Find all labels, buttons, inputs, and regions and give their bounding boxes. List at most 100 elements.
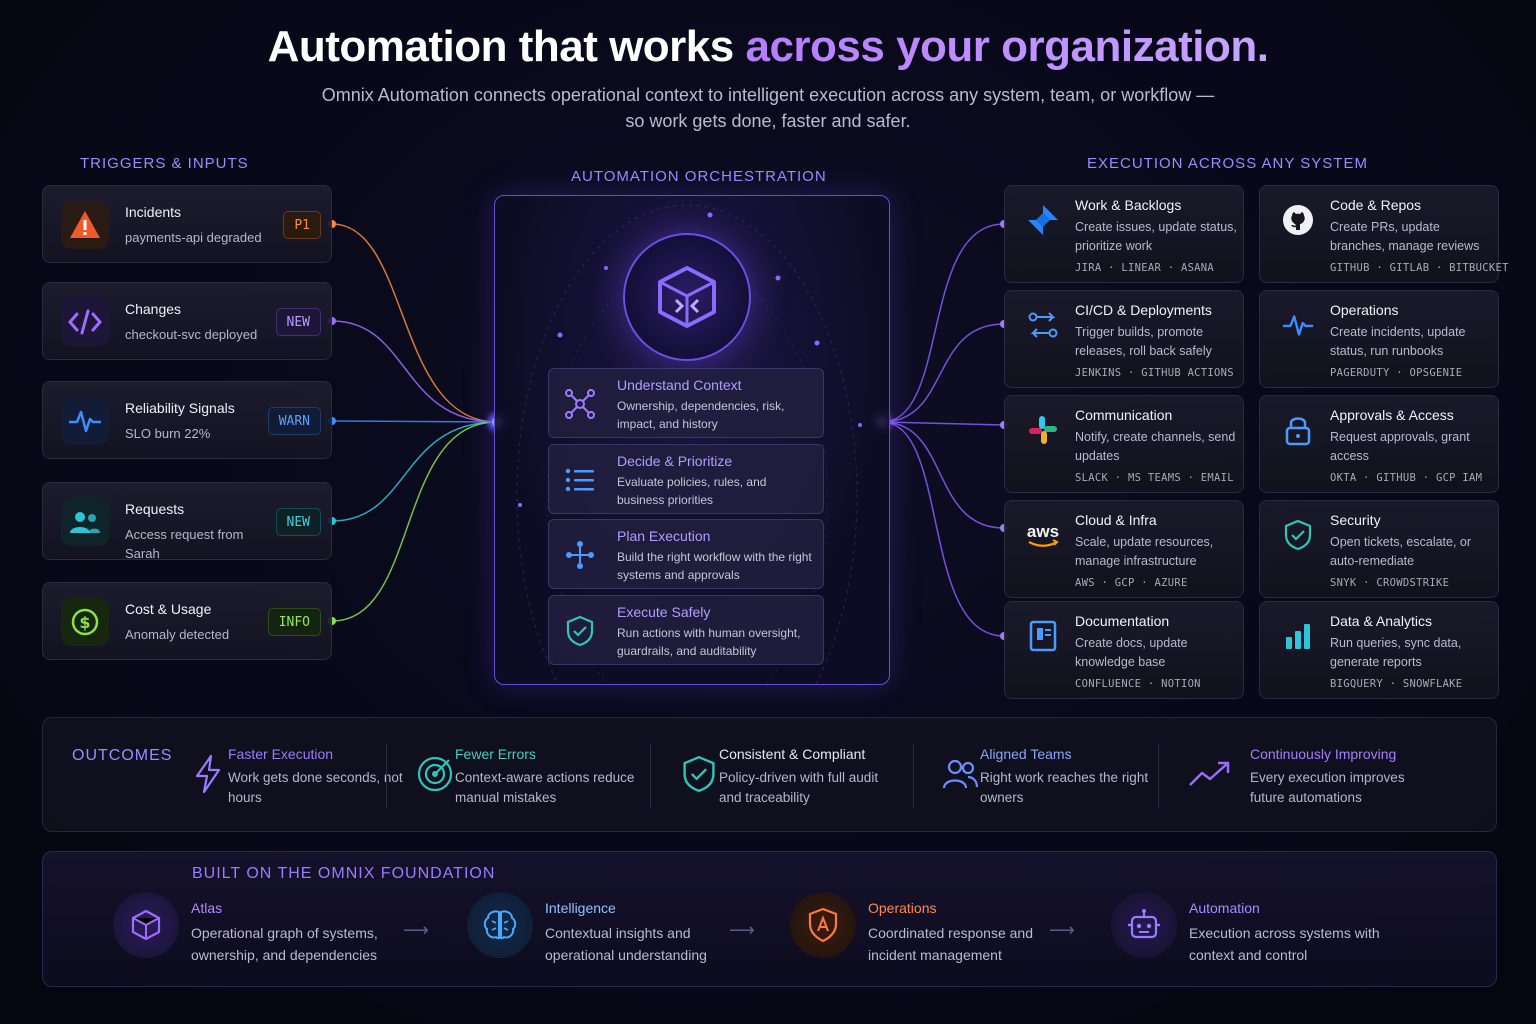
trigger-incidents[interactable]: Incidents payments-api degraded P1 [42, 185, 332, 263]
divider [1158, 744, 1159, 808]
exec-description: Request approvals, grant access [1330, 430, 1470, 463]
exec-description: Create docs, update knowledge base [1075, 636, 1188, 669]
exec-tools: BIGQUERY · SNOWFLAKE [1330, 678, 1463, 690]
priority-badge: P1 [283, 211, 321, 239]
step-decide-prioritize[interactable]: Decide & Prioritize Evaluate policies, r… [548, 444, 824, 514]
shield-a-icon [790, 892, 856, 958]
flow-arrow-icon: ⟶ [1049, 920, 1075, 940]
step-title: Understand Context [617, 377, 742, 393]
github-icon [1278, 200, 1318, 240]
foundation-description: Execution across systems with context an… [1189, 925, 1380, 963]
outcome-title: Continuously Improving [1250, 746, 1397, 762]
exec-documentation[interactable]: Documentation Create docs, update knowle… [1004, 601, 1244, 699]
outcome-description: Policy-driven with full audit and tracea… [719, 770, 879, 805]
trigger-subtitle: Access request from Sarah [125, 527, 244, 561]
exec-title: Work & Backlogs [1075, 197, 1182, 213]
title-prefix: Automation that works [267, 22, 746, 71]
exec-title: Documentation [1075, 613, 1170, 629]
trigger-title: Changes [125, 301, 182, 317]
status-badge: INFO [267, 608, 321, 636]
step-understand-context[interactable]: Understand Context Ownership, dependenci… [548, 368, 824, 438]
exec-tools: SLACK · MS TEAMS · EMAIL [1075, 472, 1234, 484]
lock-icon [1278, 410, 1318, 450]
foundation-title: Atlas [191, 900, 223, 916]
robot-icon [1111, 892, 1177, 958]
step-execute-safely[interactable]: Execute Safely Run actions with human ov… [548, 595, 824, 665]
dollar-icon: $ [61, 598, 109, 646]
step-description: Build the right workflow with the right … [617, 550, 812, 582]
users-icon [938, 752, 982, 796]
exec-description: Scale, update resources, manage infrastr… [1075, 535, 1214, 568]
foundation-panel: BUILT ON THE OMNIX FOUNDATION Atlas Oper… [42, 851, 1497, 987]
warning-icon [61, 201, 109, 249]
aws-logo-text: aws [1027, 522, 1059, 541]
status-badge: NEW [275, 508, 321, 536]
trigger-reliability-signals[interactable]: Reliability Signals SLO burn 22% WARN [42, 381, 332, 459]
trigger-title: Reliability Signals [125, 400, 235, 416]
list-icon [563, 463, 597, 497]
outcome-description: Work gets done seconds, not hours [228, 770, 403, 805]
step-title: Plan Execution [617, 528, 711, 544]
shield-check-icon [1278, 515, 1318, 555]
exec-title: Code & Repos [1330, 197, 1422, 213]
exec-code-repos[interactable]: Code & Repos Create PRs, update branches… [1259, 185, 1508, 283]
trigger-title: Requests [125, 501, 185, 517]
foundation-description: Coordinated response and incident manage… [868, 925, 1034, 963]
trigger-changes[interactable]: Changes checkout-svc deployed NEW [42, 282, 332, 360]
title-accent: across your organization. [745, 22, 1269, 71]
page-title: Automation that works across your organi… [0, 22, 1536, 72]
outcomes-panel: OUTCOMES Faster Execution Work gets done… [42, 717, 1497, 832]
users-icon [61, 498, 109, 546]
divider [386, 744, 387, 808]
exec-tools: AWS · GCP · AZURE [1075, 577, 1188, 589]
outcomes-label: OUTCOMES [72, 747, 173, 764]
step-title: Execute Safely [617, 604, 711, 620]
exec-title: Operations [1330, 302, 1399, 318]
exec-tools: OKTA · GITHUB · GCP IAM [1330, 472, 1483, 484]
exec-approvals-access[interactable]: Approvals & Access Request approvals, gr… [1259, 395, 1499, 493]
document-icon [1023, 616, 1063, 656]
outcome-description: Every execution improves future automati… [1250, 770, 1405, 805]
exec-security[interactable]: Security Open tickets, escalate, or auto… [1259, 500, 1499, 598]
exec-operations[interactable]: Operations Create incidents, update stat… [1259, 290, 1499, 388]
exec-work-backlogs[interactable]: Work & Backlogs Create issues, update st… [1004, 185, 1244, 283]
outcome-description: Context-aware actions reduce manual mist… [455, 770, 635, 805]
outcome-description: Right work reaches the right owners [980, 770, 1149, 805]
exec-communication[interactable]: Communication Notify, create channels, s… [1004, 395, 1244, 493]
exec-ci-cd[interactable]: CI/CD & Deployments Trigger builds, prom… [1004, 290, 1244, 388]
step-plan-execution[interactable]: Plan Execution Build the right workflow … [548, 519, 824, 589]
shield-check-icon [677, 752, 721, 796]
exec-tools: PAGERDUTY · OPSGENIE [1330, 367, 1463, 379]
workflow-icon [563, 538, 597, 572]
exec-tools: SNYK · CROWDSTRIKE [1330, 577, 1450, 589]
slack-icon [1023, 410, 1063, 450]
exec-cloud-infra[interactable]: aws Cloud & Infra Scale, update resource… [1004, 500, 1244, 598]
exec-tools: JENKINS · GITHUB ACTIONS [1075, 367, 1234, 379]
trigger-requests[interactable]: Requests Access request from Sarah NEW [42, 482, 332, 561]
outcome-title: Aligned Teams [980, 746, 1072, 762]
svg-text:$: $ [79, 613, 90, 632]
outcome-title: Fewer Errors [455, 746, 536, 762]
exec-title: Approvals & Access [1330, 407, 1454, 423]
brain-icon [467, 892, 533, 958]
exec-data-analytics[interactable]: Data & Analytics Run queries, sync data,… [1259, 601, 1499, 699]
aws-icon: aws [1023, 515, 1063, 555]
foundation-title: Operations [868, 900, 937, 916]
exec-tools: CONFLUENCE · NOTION [1075, 678, 1201, 690]
exec-title: Data & Analytics [1330, 613, 1432, 629]
triggers-label: TRIGGERS & INPUTS [80, 155, 249, 172]
pulse-icon [1278, 305, 1318, 345]
exec-description: Open tickets, escalate, or auto-remediat… [1330, 535, 1472, 568]
orchestration-label: AUTOMATION ORCHESTRATION [571, 168, 827, 185]
foundation-title: Intelligence [545, 900, 616, 916]
foundation-description: Operational graph of systems, ownership,… [191, 925, 378, 963]
code-icon [61, 298, 109, 346]
trend-up-icon [1188, 752, 1232, 796]
foundation-title: Automation [1189, 900, 1260, 916]
lightning-icon [186, 752, 230, 796]
step-description: Evaluate policies, rules, and business p… [617, 475, 767, 507]
exec-title: CI/CD & Deployments [1075, 302, 1212, 318]
trigger-subtitle: checkout-svc deployed [125, 327, 258, 342]
shield-check-icon [563, 614, 597, 648]
trigger-cost-usage[interactable]: $ Cost & Usage Anomaly detected INFO [42, 582, 332, 660]
